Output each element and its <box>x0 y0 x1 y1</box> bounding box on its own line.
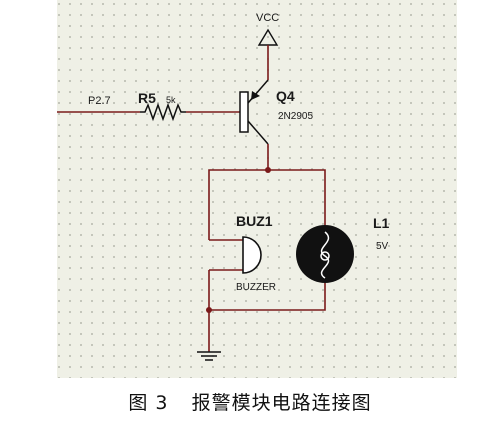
grid-dots <box>57 0 457 378</box>
resistor-value: 5k <box>166 95 176 105</box>
figure-caption: 图 3 报警模块电路连接图 <box>0 388 500 415</box>
vcc-label: VCC <box>256 12 279 24</box>
buzzer-ref: BUZ1 <box>236 213 273 229</box>
junction-bottom <box>206 307 212 313</box>
junction-top <box>265 167 271 173</box>
transistor-ref: Q4 <box>276 88 295 104</box>
net-label-p27: P2.7 <box>88 95 111 107</box>
ground-symbol <box>197 351 221 361</box>
transistor-q4: Q4 2N2905 <box>239 68 313 170</box>
figure-title: 报警模块电路连接图 <box>191 392 372 414</box>
input-net-p27: P2.7 <box>57 95 140 113</box>
vcc-terminal: VCC <box>256 12 279 68</box>
transistor-value: 2N2905 <box>278 111 313 122</box>
resistor-ref: R5 <box>138 90 156 106</box>
buzzer-buz1: BUZ1 BUZZER <box>209 213 276 293</box>
lamp-l1: L1 5V <box>296 215 390 283</box>
resistor-r5: R5 5k <box>138 90 240 122</box>
lamp-value: 5V <box>376 241 389 252</box>
lamp-ref: L1 <box>373 215 390 231</box>
buzzer-value: BUZZER <box>236 282 276 293</box>
figure-number: 图 3 <box>128 392 169 414</box>
